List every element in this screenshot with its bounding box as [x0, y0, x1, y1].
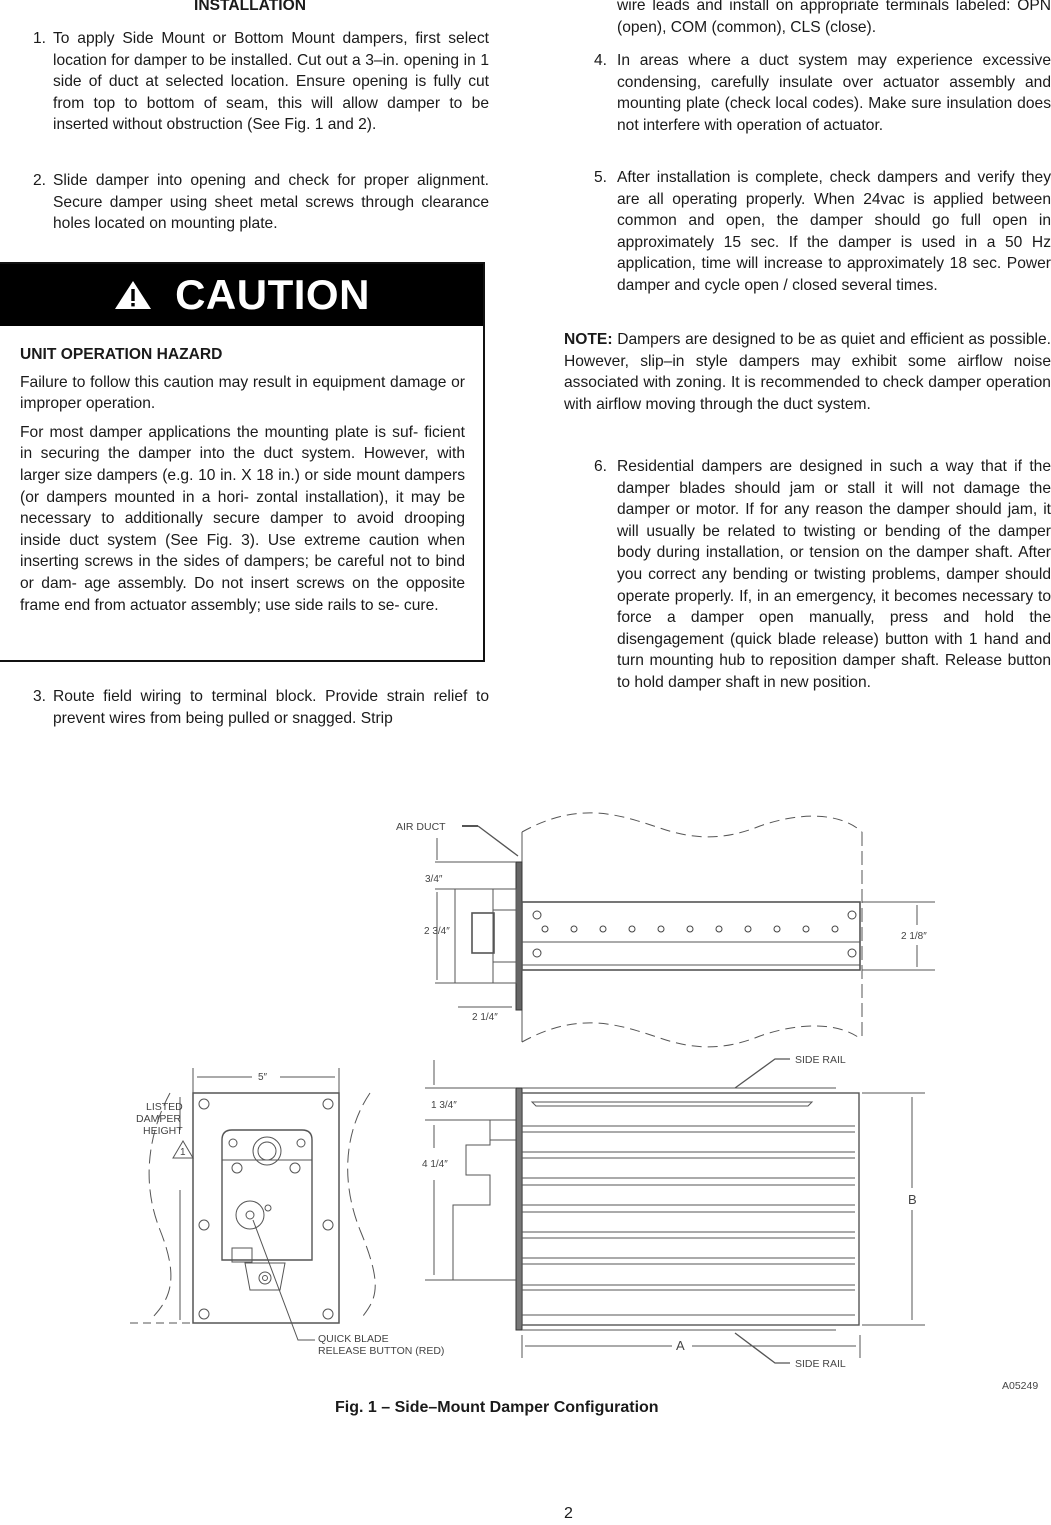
note: NOTE: Dampers are designed to be as quie…: [564, 329, 1051, 415]
item-text: Residential dampers are designed in such…: [617, 458, 1051, 691]
svg-text:A: A: [676, 1338, 685, 1353]
svg-text:2 1/8″: 2 1/8″: [901, 931, 927, 942]
svg-text:SIDE RAIL: SIDE RAIL: [795, 1054, 846, 1066]
note-label: NOTE:: [564, 331, 613, 348]
item-number: 5.: [594, 169, 608, 186]
item-text: In areas where a duct system may experie…: [617, 52, 1051, 134]
item-number: 1.: [33, 30, 47, 47]
list-item: 1. To apply Side Mount or Bottom Mount d…: [33, 28, 489, 136]
svg-text:SIDE RAIL: SIDE RAIL: [795, 1358, 846, 1370]
svg-text:2 3/4″: 2 3/4″: [424, 926, 450, 937]
caution-paragraph: For most damper applications the mountin…: [20, 423, 465, 614]
svg-text:QUICK BLADE: QUICK BLADE: [318, 1333, 389, 1345]
caution-header: CAUTION: [0, 264, 483, 326]
item-text: Slide damper into opening and check for …: [53, 172, 489, 233]
note-text: Dampers are designed to be as quiet and …: [564, 331, 1051, 413]
svg-text:DAMPER: DAMPER: [136, 1113, 181, 1125]
list-item: 2. Slide damper into opening and check f…: [33, 170, 489, 235]
svg-text:5″: 5″: [258, 1072, 268, 1083]
svg-text:4 1/4″: 4 1/4″: [422, 1159, 448, 1170]
svg-text:1: 1: [180, 1147, 186, 1158]
list-item: 3. Route field wiring to terminal block.…: [33, 686, 489, 729]
list-item: 6. Residential dampers are designed in s…: [594, 456, 1051, 694]
item-number: 2.: [33, 172, 47, 189]
installation-heading: INSTALLATION: [193, 0, 307, 14]
list-item: 5. After installation is complete, check…: [594, 167, 1051, 297]
item-number: 3.: [33, 688, 47, 705]
svg-text:B: B: [908, 1192, 917, 1207]
warning-triangle-icon: [115, 281, 152, 309]
svg-text:3/4″: 3/4″: [425, 874, 443, 885]
svg-text:HEIGHT: HEIGHT: [143, 1125, 183, 1137]
page-number: 2: [564, 1505, 573, 1522]
caution-paragraph: Failure to follow this caution may resul…: [20, 373, 465, 413]
svg-text:A05249: A05249: [1002, 1380, 1038, 1392]
svg-text:AIR DUCT: AIR DUCT: [396, 821, 446, 833]
continued-text: wire leads and install on appropriate te…: [617, 0, 1051, 36]
svg-text:1 3/4″: 1 3/4″: [431, 1100, 457, 1111]
svg-text:LISTED: LISTED: [146, 1101, 183, 1113]
item-number: 4.: [594, 52, 608, 69]
list-item: 4. In areas where a duct system may expe…: [594, 50, 1051, 136]
item-text: To apply Side Mount or Bottom Mount damp…: [53, 30, 489, 134]
item-number: 6.: [594, 458, 608, 475]
svg-text:RELEASE BUTTON (RED): RELEASE BUTTON (RED): [318, 1345, 444, 1357]
figure-caption: Fig. 1 – Side–Mount Damper Configuration: [335, 1399, 659, 1416]
caution-box: CAUTION UNIT OPERATION HAZARD Failure to…: [0, 262, 485, 662]
item-text: Route field wiring to terminal block. Pr…: [53, 688, 489, 727]
item-text: After installation is complete, check da…: [617, 169, 1051, 294]
hazard-title: UNIT OPERATION HAZARD: [20, 346, 223, 363]
svg-text:2 1/4″: 2 1/4″: [472, 1012, 498, 1023]
